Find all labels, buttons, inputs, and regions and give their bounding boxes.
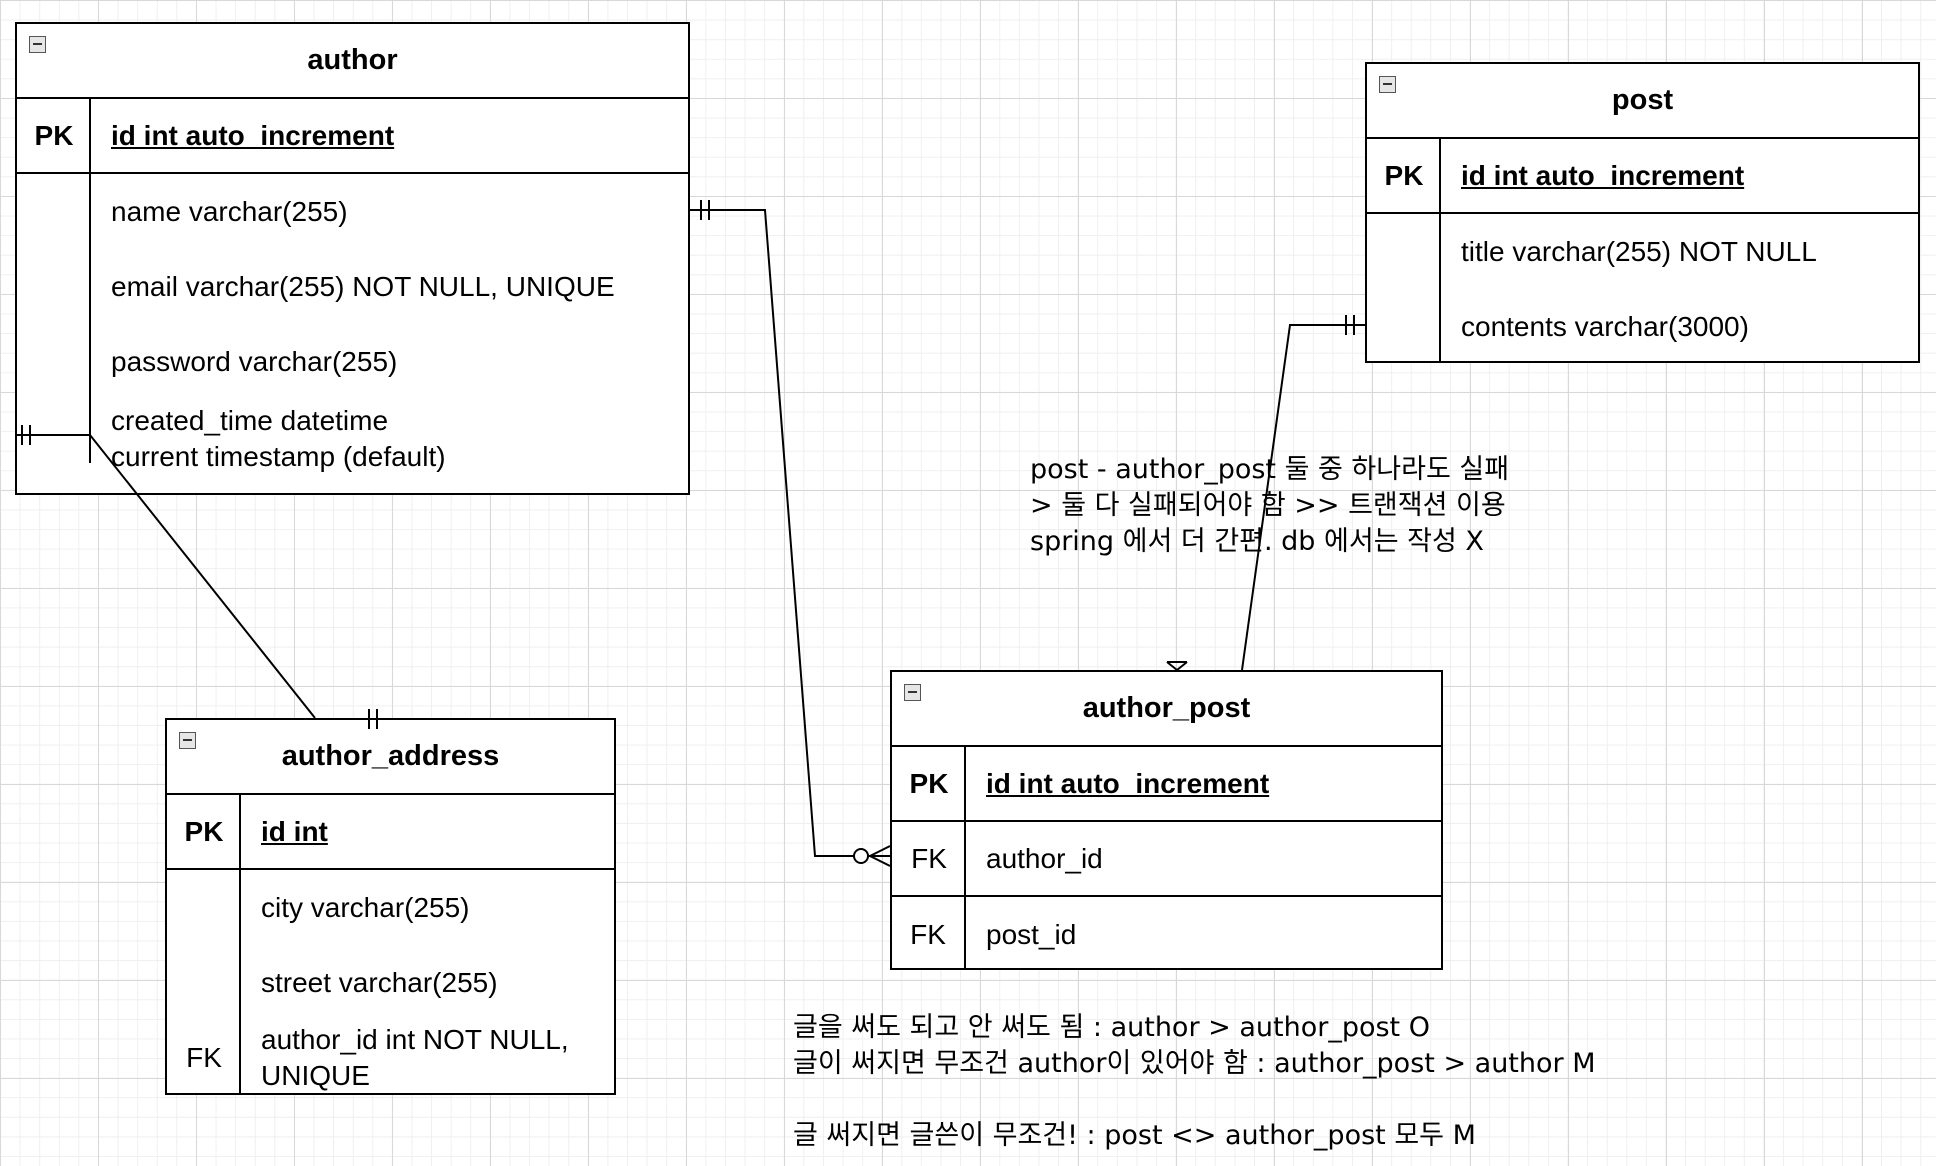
field-text: name varchar(255) <box>111 195 348 227</box>
key-label: PK <box>184 815 224 847</box>
field-text: post_id <box>986 918 1077 950</box>
note-line: post - author_post 둘 중 하나라도 실패 <box>1030 454 1510 485</box>
field-rows: name varchar(255) email varchar(255) NOT… <box>17 174 688 485</box>
note-line: > 둘 다 실패되어야 함 >> 트랜잭션 이용 <box>1030 490 1506 521</box>
field-row[interactable]: FK post_id <box>892 897 1441 968</box>
field-row[interactable]: email varchar(255) NOT NULL, UNIQUE <box>17 249 688 324</box>
note-line: 글을 써도 되고 안 써도 됨 : author > author_post O <box>793 1012 1430 1043</box>
pk-row[interactable]: PK id int auto_increment <box>892 747 1441 822</box>
field-text: title varchar(255) NOT NULL <box>1461 235 1817 267</box>
pk-field: id int auto_increment <box>1461 159 1745 191</box>
key-column-divider <box>167 795 241 868</box>
entity-title: post <box>1611 84 1674 116</box>
pk-row[interactable]: PK id int auto_increment <box>17 99 688 174</box>
entity-header[interactable]: author_post <box>892 672 1441 747</box>
field-row[interactable]: title varchar(255) NOT NULL <box>1367 214 1918 289</box>
field-row[interactable]: street varchar(255) <box>167 945 614 1020</box>
field-row[interactable]: FK author_id <box>892 821 1441 897</box>
entity-header[interactable]: author <box>17 24 688 99</box>
entity-title: author_post <box>1082 692 1251 724</box>
entity-body: PK id int city varchar(255) street varch… <box>167 795 614 1093</box>
entity-body: PK id int auto_increment title varchar(2… <box>1367 139 1918 361</box>
collapse-icon[interactable] <box>29 36 46 53</box>
field-row[interactable]: password varchar(255) <box>17 324 688 399</box>
note-line: 글 써지면 글쓴이 무조건! : post <> author_post 모두 … <box>793 1120 1476 1151</box>
entity-body: PK id int auto_increment name varchar(25… <box>17 99 688 485</box>
field-text: street varchar(255) <box>261 966 498 998</box>
field-rows: city varchar(255) street varchar(255) FK… <box>167 870 614 1093</box>
field-text: city varchar(255) <box>261 891 470 923</box>
entity-author[interactable]: author PK id int auto_increment name var… <box>15 22 690 495</box>
pk-field: id int auto_increment <box>111 119 395 151</box>
collapse-icon[interactable] <box>1379 76 1396 93</box>
field-text: created_time datetime current timestamp … <box>111 405 446 472</box>
entity-body: PK id int auto_increment FK author_id FK… <box>892 747 1441 968</box>
field-row[interactable]: created_time datetime current timestamp … <box>17 399 688 485</box>
pk-row[interactable]: PK id int <box>167 795 614 870</box>
field-row[interactable]: FK author_id int NOT NULL, UNIQUE <box>167 1020 614 1093</box>
key-column-divider <box>17 99 91 172</box>
note-cardinality[interactable]: 글을 써도 되고 안 써도 됨 : author > author_post O… <box>793 1010 1596 1154</box>
note-line <box>793 1082 1596 1118</box>
entity-title: author <box>307 44 398 76</box>
key-label: FK <box>892 897 966 968</box>
field-text: email varchar(255) NOT NULL, UNIQUE <box>111 270 615 302</box>
field-text: author_id int NOT NULL, UNIQUE <box>261 1023 569 1091</box>
key-label: PK <box>909 767 949 799</box>
field-text: author_id <box>964 821 1103 896</box>
field-row[interactable]: name varchar(255) <box>17 174 688 249</box>
field-rows: title varchar(255) NOT NULL contents var… <box>1367 214 1918 361</box>
field-row[interactable]: contents varchar(3000) <box>1367 289 1918 361</box>
key-label: PK <box>1384 159 1424 191</box>
field-text: password varchar(255) <box>111 345 398 377</box>
key-column-divider <box>167 870 241 1093</box>
key-column-divider <box>17 174 91 463</box>
key-column-divider <box>1367 214 1441 361</box>
key-label: FK <box>911 842 947 874</box>
key-label: FK <box>186 1041 222 1073</box>
field-row[interactable]: city varchar(255) <box>167 870 614 945</box>
pk-row[interactable]: PK id int auto_increment <box>1367 139 1918 214</box>
entity-author-address[interactable]: author_address PK id int city varchar(25… <box>165 718 616 1095</box>
collapse-icon[interactable] <box>179 732 196 749</box>
pk-field: id int auto_increment <box>986 767 1270 799</box>
note-line: spring 에서 더 간편. db 에서는 작성 X <box>1030 526 1484 557</box>
note-transaction[interactable]: post - author_post 둘 중 하나라도 실패 > 둘 다 실패되… <box>1030 452 1509 560</box>
collapse-icon[interactable] <box>904 684 921 701</box>
key-column-divider <box>892 747 966 820</box>
rel-author-author-post[interactable] <box>690 200 891 867</box>
pk-field: id int <box>261 815 328 847</box>
entity-post[interactable]: post PK id int auto_increment title varc… <box>1365 62 1920 363</box>
key-label: PK <box>34 119 74 151</box>
entity-header[interactable]: post <box>1367 64 1918 139</box>
key-column-divider <box>1367 139 1441 212</box>
entity-author-post[interactable]: author_post PK id int auto_increment FK … <box>890 670 1443 970</box>
note-line: 글이 써지면 무조건 author이 있어야 함 : author_post >… <box>793 1048 1596 1079</box>
field-rows: FK author_id FK post_id <box>892 821 1441 968</box>
entity-header[interactable]: author_address <box>167 720 614 795</box>
entity-title: author_address <box>281 740 500 772</box>
field-text: contents varchar(3000) <box>1461 310 1749 342</box>
